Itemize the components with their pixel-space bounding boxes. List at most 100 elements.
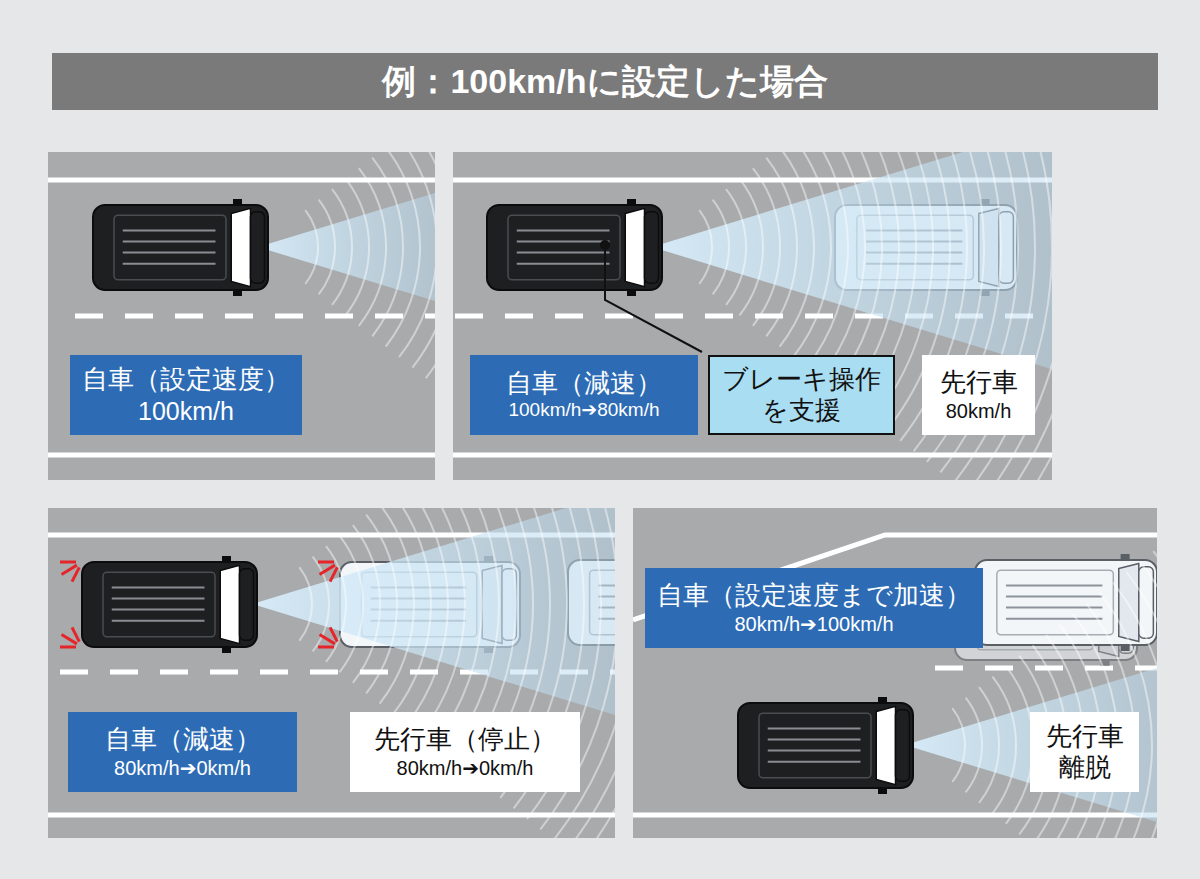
box-value: 80km/h xyxy=(946,399,1012,423)
hood xyxy=(251,212,265,283)
box-heading: 自車（減速） xyxy=(105,724,261,755)
brake-lamp-flash xyxy=(318,627,337,647)
radar-wave xyxy=(952,708,965,782)
flash-stroke xyxy=(60,646,76,649)
radar-wave xyxy=(607,508,615,838)
roof-rib xyxy=(123,252,216,254)
box-heading: 先行車 離脱 xyxy=(1042,721,1127,783)
radar-wave xyxy=(380,508,414,704)
flash-stroke xyxy=(320,565,335,574)
radar-wave xyxy=(1140,562,1157,838)
box-heading: 自車（設定速度まで加速） xyxy=(657,580,971,611)
brake-lamp-flash xyxy=(60,627,79,647)
radar-wave xyxy=(399,152,435,357)
label-box: 自車（設定速度）100km/h xyxy=(70,355,302,435)
label-box: 自車（減速）80km/h➔0km/h xyxy=(68,712,297,792)
radar-wave xyxy=(992,677,1016,814)
roof-panel xyxy=(508,215,620,280)
roof-rib xyxy=(123,241,216,243)
radar-wave xyxy=(699,210,712,284)
hood xyxy=(240,569,254,640)
panel-2 xyxy=(453,152,1052,480)
van-body xyxy=(82,562,257,647)
radar-wave xyxy=(581,508,615,838)
radar-wave xyxy=(332,189,352,305)
roof-rib xyxy=(123,230,216,232)
radar-beam xyxy=(652,152,1052,375)
panel-1 xyxy=(48,152,435,480)
box-value: 100km/h➔80km/h xyxy=(508,399,659,422)
roof-rib xyxy=(112,609,205,611)
own-van xyxy=(93,199,268,296)
windshield xyxy=(625,208,644,286)
flash-stroke xyxy=(320,634,335,643)
radar-wave xyxy=(353,525,380,683)
radar-wave xyxy=(820,152,865,378)
radar-cone xyxy=(652,152,1052,480)
radar-wave xyxy=(713,200,729,295)
windshield xyxy=(876,706,895,784)
roof-rib xyxy=(112,620,205,622)
own-van xyxy=(738,697,913,794)
radar-wave xyxy=(766,158,797,337)
radar-beam xyxy=(258,186,435,308)
lane-line xyxy=(48,178,435,183)
roof-rib xyxy=(112,598,205,600)
radar-wave xyxy=(979,687,999,803)
radar-wave xyxy=(372,158,403,337)
box-heading: 自車（減速） xyxy=(506,368,662,399)
radar-wave xyxy=(426,152,435,378)
radar-wave xyxy=(319,200,335,295)
box-heading: 先行車 xyxy=(940,367,1018,398)
roof-rib xyxy=(768,728,861,730)
radar-wave xyxy=(366,515,397,694)
roof-rib xyxy=(1006,585,1102,587)
road xyxy=(48,152,435,480)
roof-rib xyxy=(768,761,861,763)
label-box: 先行車80km/h xyxy=(922,355,1035,435)
panel-4 xyxy=(633,508,1157,838)
brake-lamp-flash xyxy=(60,562,79,582)
windshield xyxy=(231,208,250,286)
radar-wave xyxy=(780,152,814,347)
hood xyxy=(896,710,910,781)
radar-wave xyxy=(345,179,369,316)
lane-line xyxy=(633,813,1157,818)
road xyxy=(633,508,1157,838)
van-body xyxy=(738,703,913,788)
roof-rib xyxy=(112,587,205,589)
hood xyxy=(645,212,659,283)
lane-line xyxy=(48,453,435,458)
roof-rib xyxy=(517,241,610,243)
radar-wave xyxy=(386,152,420,347)
label-box: ブレーキ操作 を支援 xyxy=(708,355,895,435)
roof-panel xyxy=(114,215,226,280)
radar-wave xyxy=(393,508,431,714)
radar-wave xyxy=(359,168,386,326)
flash-stroke xyxy=(330,567,337,581)
van-body xyxy=(487,205,662,290)
radar-wave xyxy=(1113,582,1157,838)
title-bar xyxy=(52,53,1158,110)
flash-stroke xyxy=(62,565,77,574)
flash-stroke xyxy=(72,567,79,581)
label-box: 先行車（停止）80km/h➔0km/h xyxy=(350,712,580,792)
roof-panel xyxy=(997,570,1113,635)
roof-rib xyxy=(517,263,610,265)
radar-wave xyxy=(412,152,435,368)
radar-wave xyxy=(1153,551,1157,838)
label-box: 先行車 離脱 xyxy=(1030,712,1139,792)
box-heading: ブレーキ操作 を支援 xyxy=(722,364,881,426)
radar-wave xyxy=(406,508,448,725)
leader-line xyxy=(605,245,702,352)
radar-wave xyxy=(1126,572,1157,838)
radar-beam xyxy=(905,653,1157,836)
box-value: 100km/h xyxy=(138,396,234,426)
radar-wave xyxy=(339,536,363,673)
roof-rib xyxy=(1006,618,1102,620)
lead-van xyxy=(975,554,1157,651)
radar-wave xyxy=(793,152,831,357)
roof-panel xyxy=(759,713,871,778)
radar-wave xyxy=(299,567,312,641)
roof-panel xyxy=(103,572,215,637)
